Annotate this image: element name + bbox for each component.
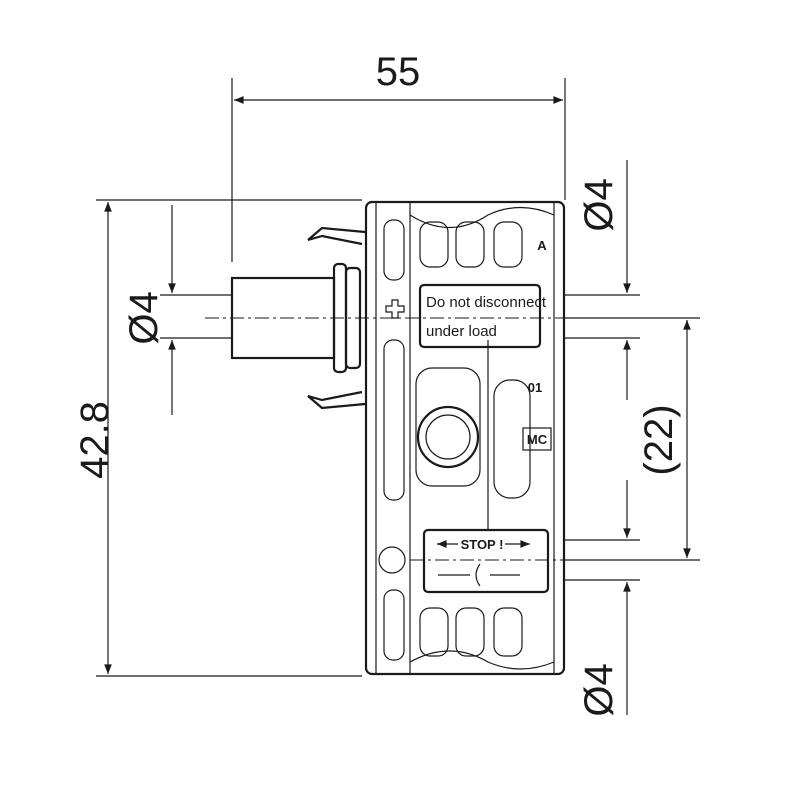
left-diameter-value: Ø4: [122, 291, 166, 344]
warning-line1: Do not disconnect: [426, 294, 547, 311]
disconnect-symbol: [438, 563, 520, 587]
pitch-dimension: (22): [565, 317, 700, 561]
height-value: 42.8: [73, 401, 117, 479]
width-dimension: 55: [231, 50, 566, 262]
right-bottom-diameter-dimension: Ø4: [565, 480, 640, 717]
code-text: 01: [528, 380, 542, 395]
stop-text: STOP !: [461, 537, 504, 552]
height-dimension: 42.8: [73, 199, 362, 677]
width-value: 55: [376, 50, 421, 94]
latch-clips: [307, 226, 366, 410]
right-bottom-diameter-value: Ø4: [577, 663, 621, 716]
contact-pin: [230, 262, 362, 374]
pitch-value: (22): [637, 404, 681, 475]
warning-label: Do not disconnect under load: [418, 283, 547, 349]
plus-symbol: [385, 299, 405, 319]
right-top-diameter-value: Ø4: [577, 178, 621, 231]
left-diameter-dimension: Ø4: [122, 205, 232, 415]
marker-text: A: [537, 238, 547, 253]
brand-text: MC: [527, 432, 548, 447]
warning-line2: under load: [426, 323, 497, 340]
stop-label: STOP !: [422, 528, 550, 594]
right-top-diameter-dimension: Ø4: [565, 160, 640, 400]
brand-box: [522, 427, 552, 451]
connector-body: [364, 200, 566, 676]
